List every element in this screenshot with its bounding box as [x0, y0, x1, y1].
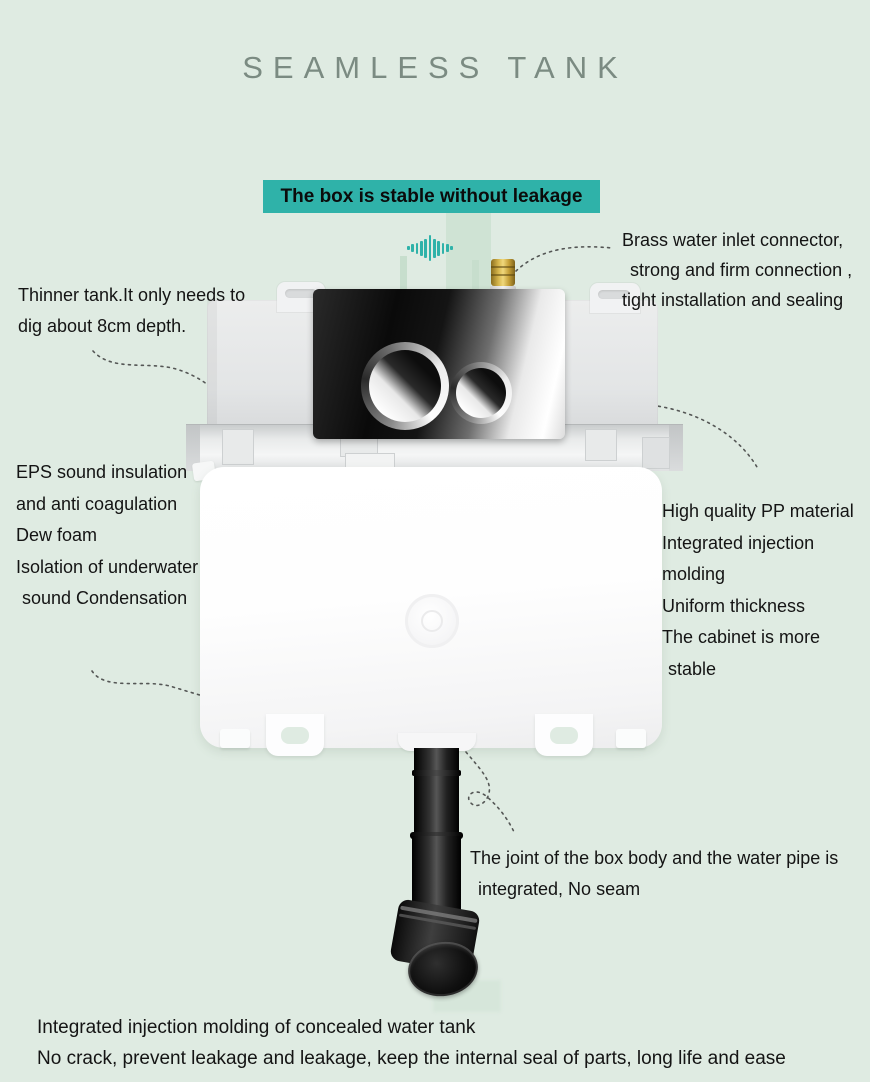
hanger-hole	[550, 727, 578, 744]
brass-ridge	[491, 266, 515, 268]
annotation-line: The joint of the box body and the water …	[470, 848, 839, 868]
rail-end-right	[669, 425, 683, 471]
brass-ridge	[491, 274, 515, 276]
rail-bracket	[222, 429, 254, 465]
drain-pipe-flare	[410, 832, 463, 839]
flush-button-large	[361, 342, 449, 430]
frame-tab-slot	[598, 290, 630, 299]
annotation-inlet: Brass water inlet connector, strong and …	[622, 225, 852, 315]
annotation-line: EPS sound insulation	[16, 462, 188, 482]
annotation-line: Brass water inlet connector,	[622, 230, 844, 250]
background-post-right	[472, 260, 479, 298]
flush-button-small	[450, 362, 512, 424]
annotation-line: stable	[668, 658, 717, 679]
hanger-slot-right	[535, 714, 593, 756]
callout-curve-inlet	[515, 245, 613, 272]
annotation-line: Integrated injection molding of conceale…	[37, 1017, 476, 1038]
annotation-line: Thinner tank.It only needs to	[18, 285, 246, 305]
annotation-line: tight installation and sealing	[622, 290, 844, 310]
annotation-line: Dew foam	[16, 525, 98, 545]
tank-foot-left	[220, 729, 250, 748]
tank-body	[200, 467, 662, 748]
footer-text: Integrated injection molding of conceale…	[37, 1012, 786, 1074]
rail-bracket	[642, 437, 670, 469]
feature-banner: The box is stable without leakage	[263, 180, 600, 213]
pipe-collar	[398, 733, 476, 751]
annotation-pipe-joint: The joint of the box body and the water …	[470, 843, 838, 905]
annotation-line: Uniform thickness	[662, 595, 806, 616]
brass-body	[491, 259, 515, 286]
drain-pipe-ring	[412, 770, 461, 776]
background-post-left	[400, 256, 407, 298]
page-title: SEAMLESS TANK	[242, 50, 628, 85]
hanger-hole	[281, 727, 309, 744]
annotation-line: integrated, No seam	[478, 879, 641, 899]
sound-wave-icon	[407, 234, 453, 262]
annotation-line: Isolation of underwater	[16, 556, 199, 577]
annotation-pp-material: High quality PP material Integrated inje…	[662, 496, 854, 685]
callout-curve-joint	[465, 751, 515, 833]
frame-tab-right	[590, 283, 640, 313]
annotation-eps-foam: EPS sound insulation and anti coagulatio…	[16, 457, 198, 615]
annotation-line: The cabinet is more	[662, 627, 821, 647]
annotation-line: No crack, prevent leakage and leakage, k…	[37, 1048, 786, 1069]
annotation-line: dig about 8cm depth.	[18, 316, 187, 336]
annotation-line: Integrated injection	[662, 532, 815, 553]
flush-plate	[313, 289, 565, 439]
annotation-line: sound Condensation	[22, 588, 188, 608]
annotation-line: and anti coagulation	[16, 493, 178, 514]
frame-tab-slot	[285, 289, 317, 298]
rail-bracket	[585, 429, 617, 461]
annotation-thinner-tank: Thinner tank.It only needs to dig about …	[18, 280, 245, 342]
annotation-line: molding	[662, 564, 726, 584]
background-pipe-band	[446, 212, 491, 302]
annotation-line: High quality PP material	[662, 501, 854, 521]
hanger-slot-left	[266, 714, 324, 756]
tank-foot-right	[616, 729, 646, 748]
annotation-line: strong and firm connection ,	[630, 260, 853, 280]
tank-logo-emboss	[405, 594, 459, 648]
drain-pipe-upper	[414, 748, 459, 840]
rail-end-left	[186, 425, 200, 471]
